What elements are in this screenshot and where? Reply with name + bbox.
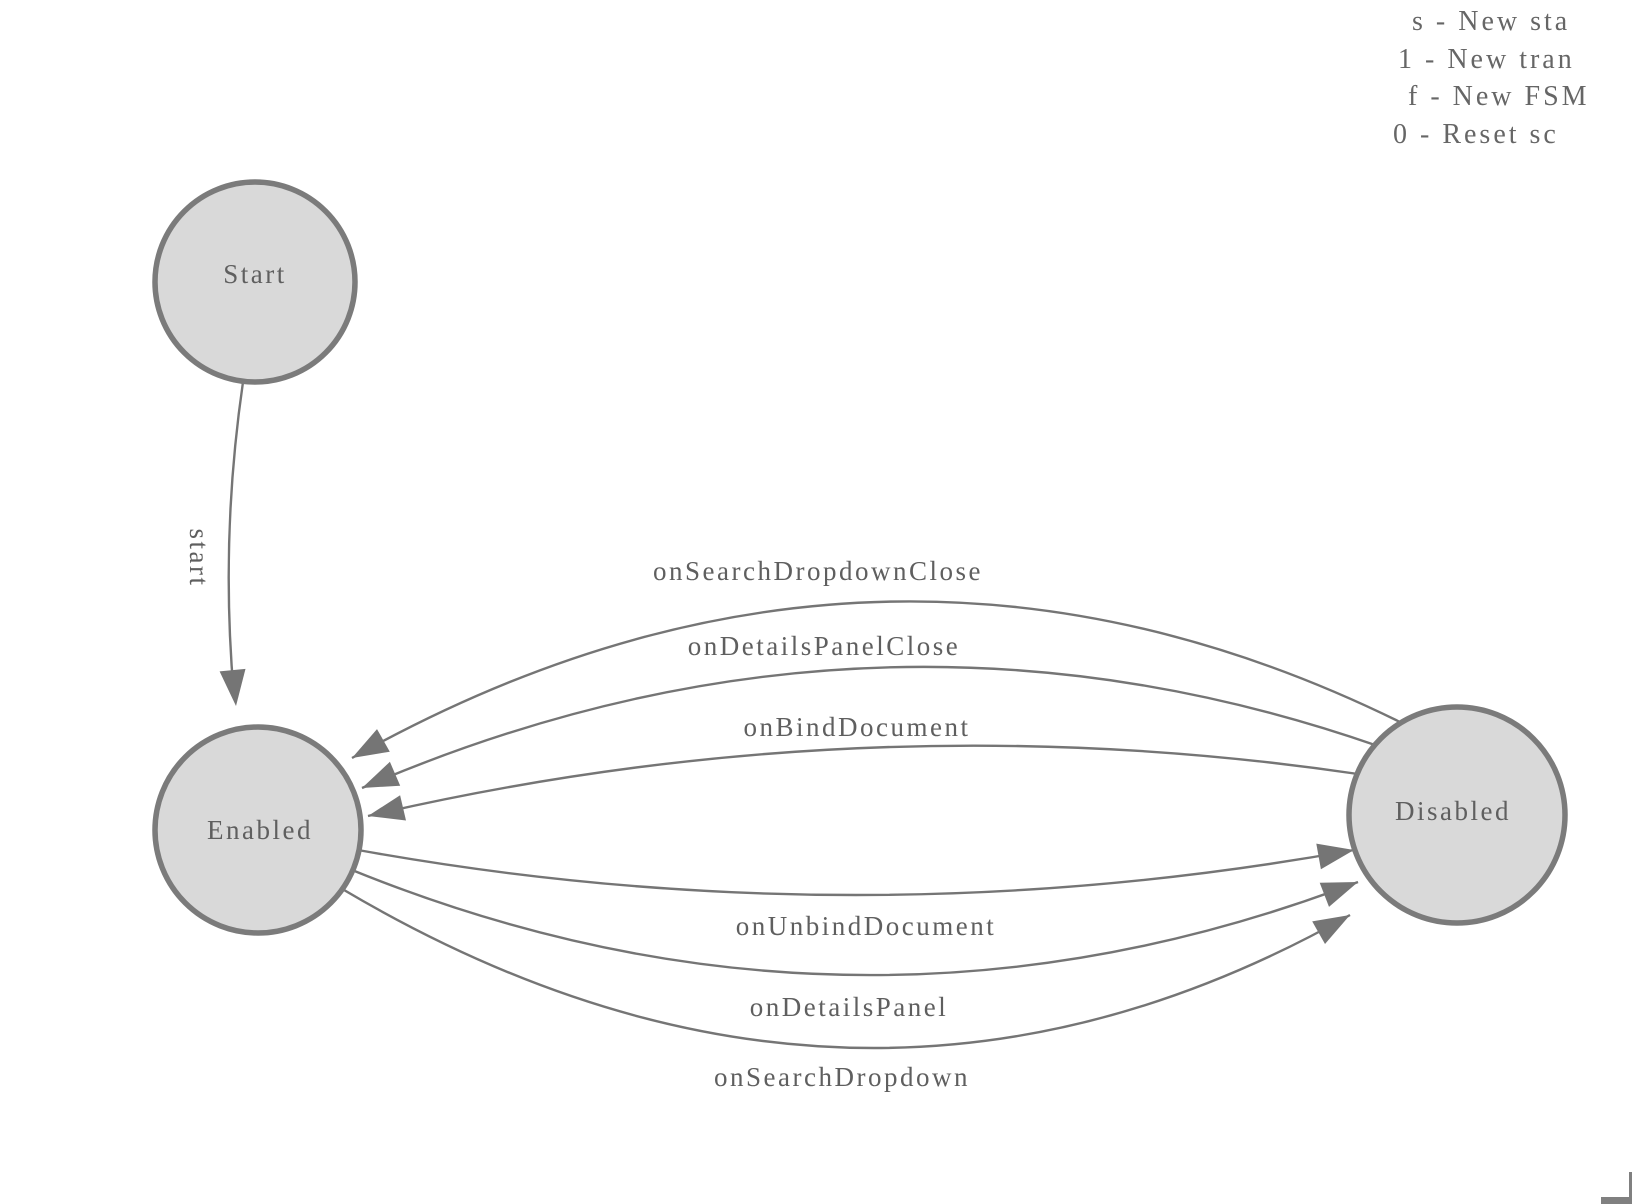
arrowhead-icon [1319,882,1358,907]
edge-label-start: start [184,529,214,588]
state-circle[interactable] [152,724,364,936]
edge-label-onUnbindDocument: onUnbindDocument [736,911,996,941]
edge-label-onDetailsPanel: onDetailsPanel [750,992,948,1022]
canvas-corner-mark-vertical [1629,1172,1632,1204]
edge-curve[interactable] [367,744,1359,818]
legend-line-new-transition: 1 - New tran [1398,44,1575,75]
transition-edge-start[interactable]: start [184,381,246,706]
edge-curve[interactable] [343,888,1351,1050]
state-label-enabled: Enabled [207,815,313,845]
arrowhead-icon [219,668,246,706]
transition-edge-onSearchDropdownClose[interactable]: onSearchDropdownClose [351,556,1401,760]
edge-curve[interactable] [227,381,245,697]
state-label-start: Start [223,259,287,289]
arrowhead-icon [352,729,390,758]
arrowhead-icon [1312,915,1350,944]
arrowhead-icon [368,795,406,821]
legend-line-reset-scale: 0 - Reset sc [1393,119,1559,150]
state-circle[interactable] [152,179,358,385]
edge-label-onDetailsPanelClose: onDetailsPanelClose [688,631,960,661]
edge-curve[interactable] [351,868,1359,977]
edge-curve[interactable] [357,848,1355,897]
legend-line-new-state: s - New sta [1412,6,1571,37]
edge-label-onSearchDropdownClose: onSearchDropdownClose [653,556,983,586]
transition-edge-onSearchDropdown[interactable]: onSearchDropdown [343,888,1351,1092]
transition-edge-onDetailsPanel[interactable]: onDetailsPanel [351,868,1359,1022]
arrowhead-icon [1316,843,1354,870]
arrowhead-icon [362,761,401,788]
canvas-corner-mark-horizontal [1601,1197,1632,1204]
state-label-disabled: Disabled [1395,796,1511,826]
state-circle[interactable] [1346,704,1568,926]
state-node-enabled[interactable]: Enabled [152,724,364,936]
edge-label-onBindDocument: onBindDocument [744,712,971,742]
shortcut-legend: s - New sta 1 - New tran f - New FSM 0 -… [0,0,1632,160]
transition-edge-onUnbindDocument[interactable]: onUnbindDocument [357,843,1355,941]
legend-line-new-fsm: f - New FSM [1408,81,1590,112]
state-node-disabled[interactable]: Disabled [1346,704,1568,926]
transition-edge-onDetailsPanelClose[interactable]: onDetailsPanelClose [361,631,1379,790]
edge-curve[interactable] [361,665,1379,790]
state-node-start[interactable]: Start [152,179,358,385]
edge-curve[interactable] [351,600,1401,760]
transition-edge-onBindDocument[interactable]: onBindDocument [367,712,1359,821]
edge-label-onSearchDropdown: onSearchDropdown [714,1062,970,1092]
